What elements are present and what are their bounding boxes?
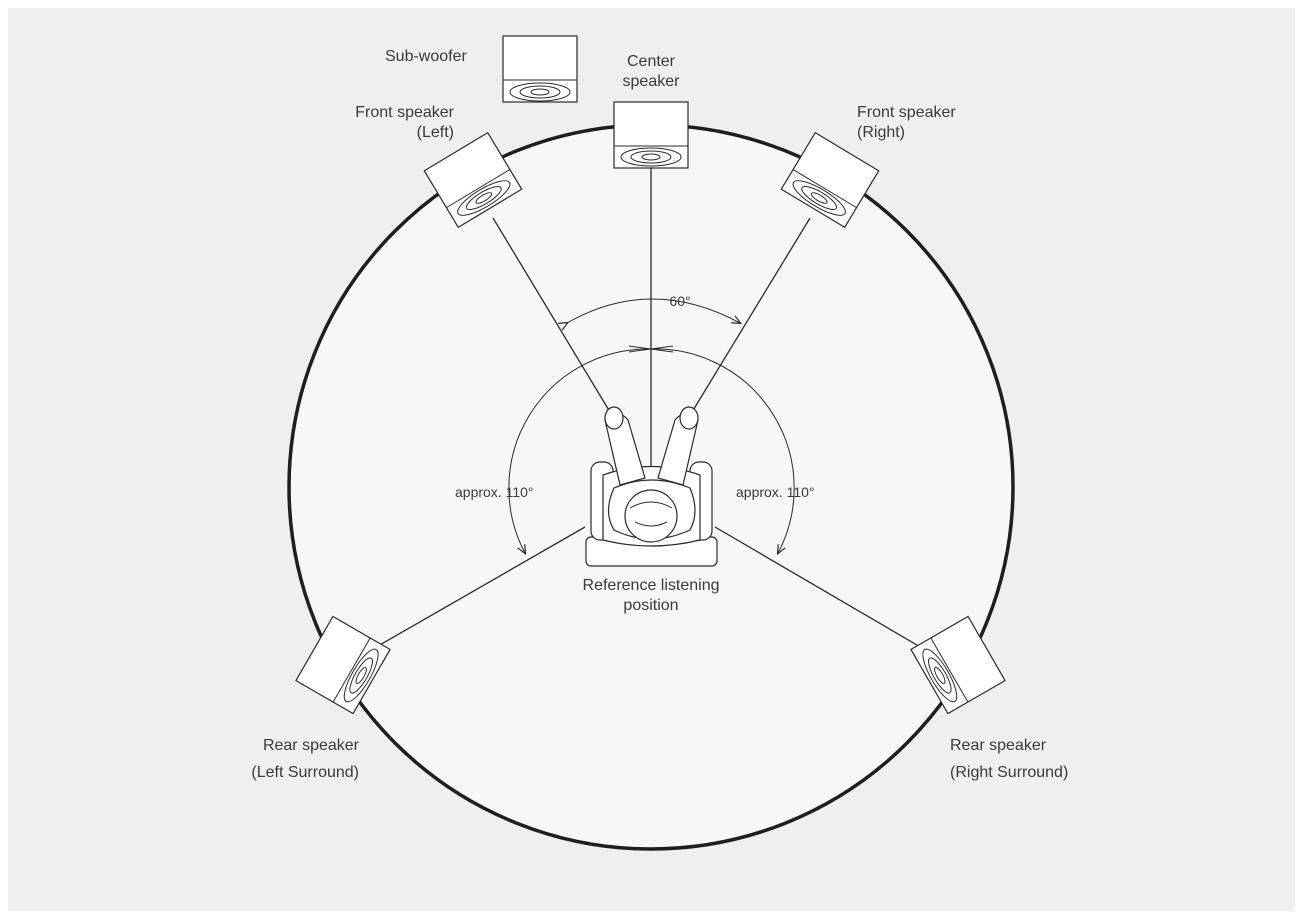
front-left-label-2: (Left) [417,124,454,141]
angle-60-arc [567,298,740,323]
angle-60-label: 60° [669,293,690,309]
line-to-front-right [691,217,811,413]
line-to-rear-right [714,526,923,649]
rear-left-label-1: Rear speaker [263,737,360,754]
rear-left-speaker [295,615,391,715]
angle-110-left-label: approx. 110° [455,484,534,500]
listener-figure [585,406,718,567]
rear-right-label-1: Rear speaker [950,737,1047,754]
front-right-speaker [780,131,880,229]
reference-position-label-1: Reference listening [583,577,720,594]
front-left-speaker [423,131,523,229]
center-speaker-label-1: Center [627,53,676,70]
center-speaker-label-2: speaker [623,73,681,90]
rear-right-speaker [910,615,1006,715]
reference-position-label-2: position [623,597,678,614]
angle-110-right-label: approx. 110° [736,484,815,500]
line-to-rear-left [377,526,586,647]
line-to-front-left [492,217,611,413]
rear-left-label-2: (Left Surround) [251,764,359,781]
subwoofer-speaker [502,35,578,103]
angle-110-left-arc [508,348,652,553]
center-speaker [613,101,689,169]
angle-110-right-arc [650,348,795,553]
front-right-label-1: Front speaker [857,104,956,121]
subwoofer-label: Sub-woofer [385,48,467,65]
rear-right-label-2: (Right Surround) [950,764,1068,781]
front-left-label-1: Front speaker [355,104,454,121]
front-right-label-2: (Right) [857,124,905,141]
